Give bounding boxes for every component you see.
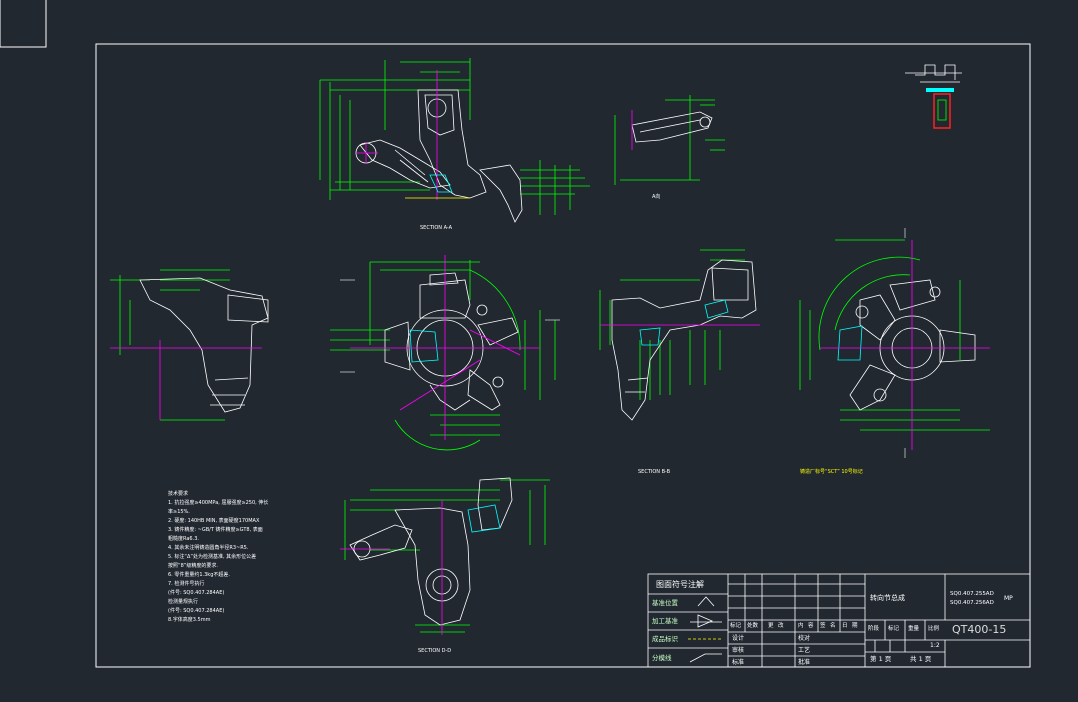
rev-col-date-1: 日: [842, 623, 848, 629]
note-line: 检测量规执行: [168, 599, 199, 605]
rev-col-date-2: 期: [852, 623, 858, 629]
role-process: 工艺: [798, 647, 811, 654]
section-d-title: SECTION D-D: [418, 648, 452, 654]
legend-item-parting: 分模线: [652, 654, 672, 662]
note-line: 2. 硬度: 140HB MIN, 表面硬度170MAX: [168, 518, 260, 524]
note-line: 3. 铸件精度: ~GB/T 铸件精度≥GT8, 表面: [168, 527, 263, 533]
view-direction-a[interactable]: [614, 95, 725, 185]
legend-title: 图面符号注解: [656, 580, 704, 589]
rev-col-content-1: 内: [798, 623, 804, 629]
title-block: [647, 573, 1031, 668]
note-line: 率≥15%.: [168, 509, 190, 515]
view-right[interactable]: [799, 228, 990, 458]
note-line: 粗糙度Ra6.3.: [168, 536, 199, 542]
role-review: 审核: [732, 647, 745, 654]
rev-col-content-2: 容: [808, 623, 814, 629]
note-line: 8.字体高度3.5mm: [168, 617, 211, 623]
section-a-title: SECTION A-A: [420, 225, 453, 231]
view-detail-small: [905, 64, 962, 129]
callout-label: 铸造厂标号“SCT” 10号标记: [800, 469, 863, 475]
mp-mark: MP: [1004, 595, 1013, 602]
view-front-main[interactable]: [330, 255, 560, 451]
technical-notes: 技术要求 1. 抗拉强度≥400MPa, 屈服强度≥250, 伸长 率≥15%.…: [168, 490, 288, 625]
stage-col-scale: 比例: [928, 626, 940, 632]
rev-col-count: 处数: [747, 623, 759, 629]
legend-item-finished: 成品标识: [652, 635, 678, 643]
view-section-d[interactable]: [340, 477, 550, 635]
stage-col-mark: 标记: [888, 626, 900, 632]
legend-symbols: [688, 596, 722, 663]
note-line: (件号: SQ0.407.284AE): [168, 590, 225, 596]
doc-number-2: SQ0.407.256AD: [950, 600, 994, 606]
view-a-title: A向: [652, 194, 661, 200]
role-check: 校对: [798, 635, 811, 642]
drawing-frame: [95, 43, 1031, 668]
legend-item-machining: 加工基准: [652, 617, 678, 625]
note-line: 4. 其余未注明铸造圆角半径R3~R5.: [168, 545, 249, 551]
view-section-b[interactable]: [599, 249, 760, 421]
rev-col-mark: 标记: [730, 623, 742, 629]
scale-value: 1:2: [930, 642, 940, 649]
note-line: 按照“8”级精度的要求.: [168, 563, 218, 569]
view-section-a[interactable]: [319, 58, 590, 223]
note-line: (件号: SQ0.407.284AE): [168, 608, 225, 614]
note-line: 7. 检测件号执行: [168, 581, 205, 587]
notes-title: 技术要求: [168, 491, 189, 497]
note-line: 5. 标注“Δ”处为检测基准, 其余形位公差: [168, 554, 257, 560]
rev-col-change-1: 更: [768, 623, 774, 629]
role-standard: 标准: [732, 659, 745, 666]
rev-col-change-2: 改: [778, 623, 784, 629]
material-code: QT400-15: [952, 623, 1007, 636]
model-tab-marker: [0, 0, 47, 48]
role-approve: 批准: [798, 659, 811, 666]
legend-item-datum: 基准位置: [652, 599, 678, 607]
role-design: 设计: [732, 635, 745, 642]
part-name: 转向节总成: [870, 594, 905, 602]
note-line: 1. 抗拉强度≥400MPa, 屈服强度≥250, 伸长: [168, 500, 269, 506]
view-left[interactable]: [110, 269, 269, 421]
stage-col-stage: 阶段: [868, 626, 880, 632]
rev-col-sign-2: 名: [830, 623, 836, 629]
sheet-number: 第 1 页: [870, 655, 892, 663]
doc-number-1: SQ0.407.255AD: [950, 591, 994, 597]
stage-col-weight: 重量: [908, 626, 920, 632]
sheet-total: 共 1 页: [910, 655, 932, 663]
section-b-title: SECTION B-B: [638, 469, 671, 475]
rev-col-sign-1: 签: [820, 623, 826, 629]
note-line: 6. 零件重量约1.3kg不超差.: [168, 572, 230, 578]
